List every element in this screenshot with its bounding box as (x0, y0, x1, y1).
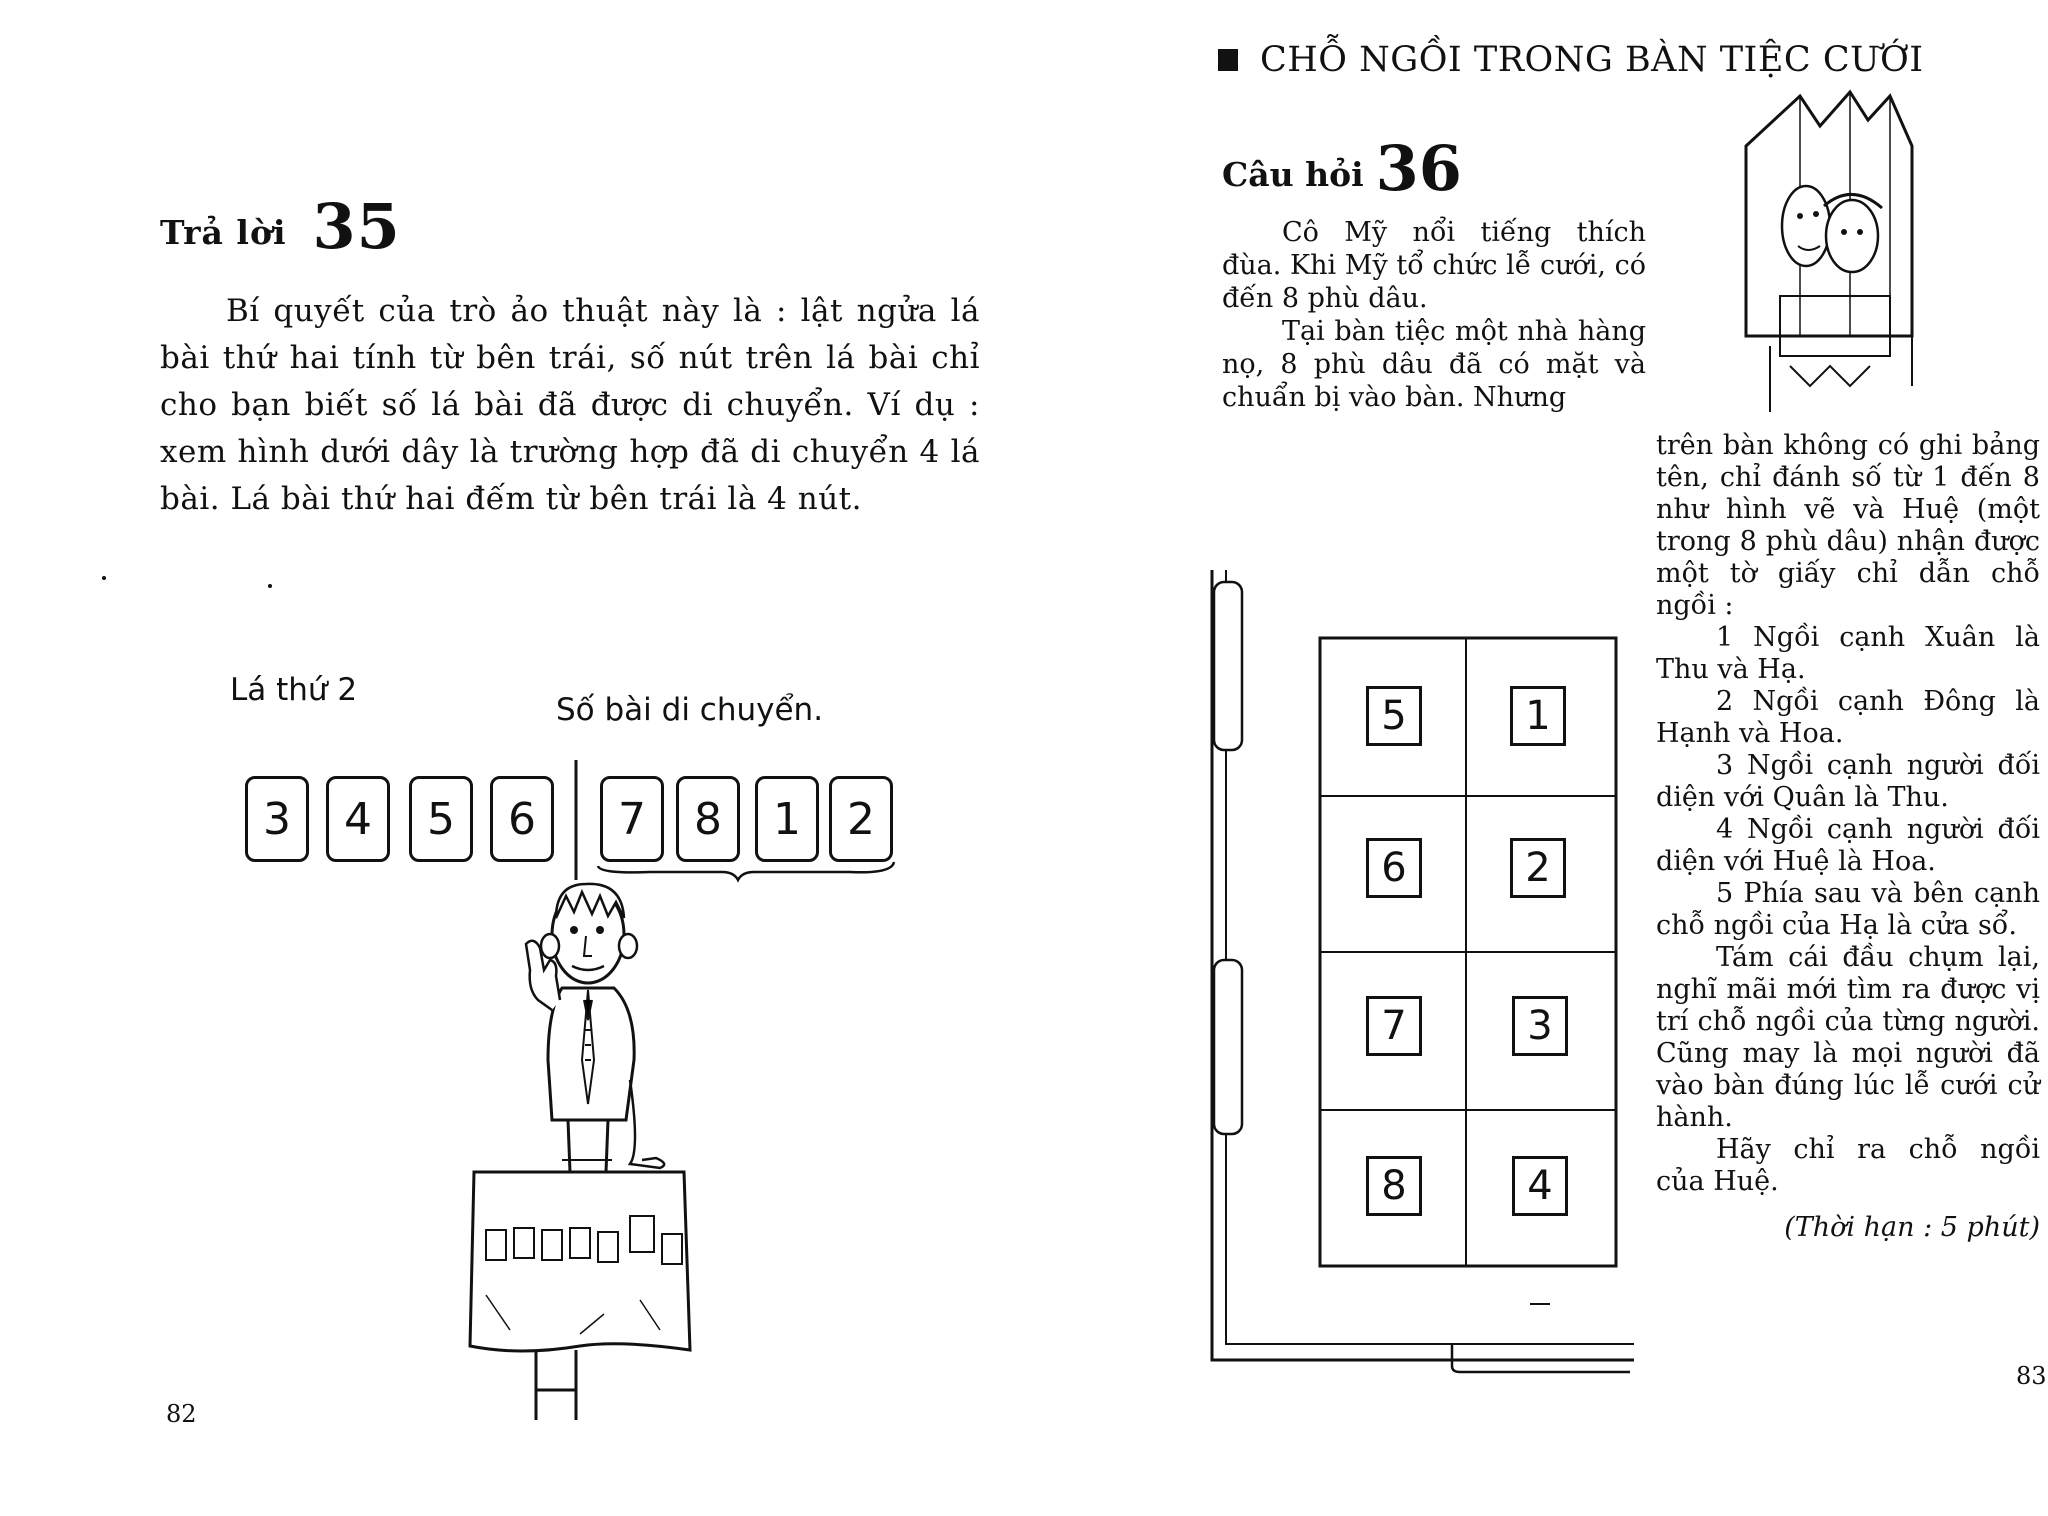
playing-card: 5 (409, 776, 473, 862)
question-number: 36 (1375, 132, 1462, 205)
magician-illustration (102, 576, 896, 1420)
answer-heading-label: Trả lời (160, 213, 287, 252)
playing-card: 4 (326, 776, 390, 862)
door-step (1450, 1344, 1630, 1374)
magician-hand (524, 939, 562, 1012)
clue-item: Tám cái đầu chụm lại, nghĩ mãi mới tìm r… (1656, 942, 2040, 1133)
magician-body (546, 986, 636, 1122)
playing-card: 8 (676, 776, 740, 862)
intro-paragraph: Tại bàn tiệc một nhà hàng nọ, 8 phù dâu … (1222, 316, 1646, 413)
clue-item: 5 Phía sau và bên cạnh chỗ ngồi của Hạ l… (1656, 878, 2040, 941)
room-wall (1210, 570, 1634, 1362)
seat-number: 1 (1510, 686, 1566, 746)
moved-count-label: Số bài di chuyển. (556, 692, 824, 728)
wedding-couple-illustration (1744, 89, 1914, 412)
seat-number: 5 (1366, 686, 1422, 746)
seat-number: 6 (1366, 838, 1422, 898)
page-number-left: 82 (166, 1400, 197, 1428)
question-heading: Câu hỏi 36 (1222, 132, 1462, 205)
second-card-label: Lá thứ 2 (230, 672, 358, 708)
banquet-floor-plan (1210, 570, 1634, 1374)
magician-hair (554, 882, 626, 919)
seat-number: 4 (1512, 1156, 1568, 1216)
clue-item: 1 Ngồi cạnh Xuân là Thu và Hạ. (1656, 622, 2040, 685)
window-upper (1212, 580, 1244, 752)
clue-item: 3 Ngồi cạnh người đối diện với Quân là T… (1656, 750, 2040, 813)
clue-item: 2 Ngồi cạnh Đông là Hạnh và Hoa. (1656, 686, 2040, 749)
answer-body: Bí quyết của trò ảo thuật này là : lật n… (160, 293, 980, 517)
playing-card: 2 (829, 776, 893, 862)
question-title-text: CHỖ NGỒI TRONG BÀN TIỆC CƯỚI (1260, 40, 1924, 80)
question-intro: Cô Mỹ nổi tiếng thích đùa. Khi Mỹ tổ chứ… (1222, 216, 1646, 414)
intro-paragraph: Cô Mỹ nổi tiếng thích đùa. Khi Mỹ tổ chứ… (1222, 217, 1646, 314)
clue-item: Hãy chỉ ra chỗ ngồi của Huệ. (1656, 1134, 2040, 1197)
time-limit: (Thời hạn : 5 phút) (1784, 1212, 2040, 1243)
playing-card: 7 (600, 776, 664, 862)
seat-number: 7 (1366, 996, 1422, 1056)
question-continuation: trên bàn không có ghi bảng tên, chỉ đánh… (1656, 430, 2040, 1244)
moved-cards-brace (596, 861, 896, 883)
answer-heading: Trả lời 35 (160, 190, 401, 263)
playing-card: 3 (245, 776, 309, 862)
page-number-right: 83 (2016, 1362, 2047, 1390)
title-bullet-icon (1218, 49, 1238, 71)
question-title: CHỖ NGỒI TRONG BÀN TIỆC CƯỚI (1218, 40, 1924, 80)
seat-number: 3 (1512, 996, 1568, 1056)
continuation-paragraph: trên bàn không có ghi bảng tên, chỉ đánh… (1656, 430, 2040, 621)
playing-card: 1 (755, 776, 819, 862)
window-lower (1212, 958, 1244, 1136)
answer-number: 35 (312, 190, 401, 263)
seat-number: 2 (1510, 838, 1566, 898)
clue-item: 4 Ngồi cạnh người đối diện với Huệ là Ho… (1656, 814, 2040, 877)
question-heading-label: Câu hỏi (1222, 155, 1364, 194)
seat-number: 8 (1366, 1156, 1422, 1216)
playing-card: 6 (490, 776, 554, 862)
